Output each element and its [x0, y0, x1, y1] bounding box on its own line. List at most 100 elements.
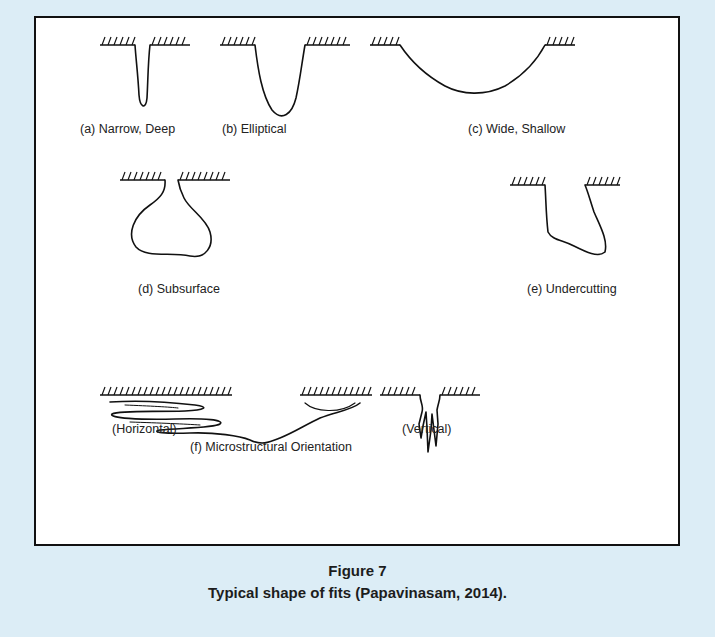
- surface-hatch: [617, 177, 620, 185]
- surface-hatch: [222, 387, 225, 395]
- surface-line: [300, 394, 372, 396]
- surface-hatch: [246, 37, 249, 45]
- surface-hatch: [210, 172, 213, 180]
- surface-hatch: [164, 37, 167, 45]
- surface-hatch: [132, 387, 135, 395]
- surface-hatch: [611, 177, 614, 185]
- surface-hatch: [120, 37, 123, 45]
- surface-hatch: [186, 172, 189, 180]
- surface-hatch: [319, 37, 322, 45]
- surface-hatch: [162, 387, 165, 395]
- surface-hatch: [144, 387, 147, 395]
- surface-hatch: [382, 387, 385, 395]
- surface-hatch: [344, 387, 347, 395]
- surface-hatch: [356, 387, 359, 395]
- surface-hatch: [114, 387, 117, 395]
- surface-hatch: [343, 37, 346, 45]
- surface-hatch: [210, 387, 213, 395]
- surface-hatch: [337, 37, 340, 45]
- surface-hatch: [228, 37, 231, 45]
- surface-hatch: [326, 387, 329, 395]
- figure-title: Figure 7: [0, 560, 715, 582]
- surface-hatch: [176, 37, 179, 45]
- surface-hatch: [325, 37, 328, 45]
- surface-hatch: [182, 37, 185, 45]
- pit-label: (d) Subsurface: [138, 282, 220, 296]
- pit-label: (b) Elliptical: [222, 122, 287, 136]
- surface-hatch: [216, 172, 219, 180]
- surface-hatch: [102, 387, 105, 395]
- surface-hatch: [320, 387, 323, 395]
- surface-hatch: [559, 37, 562, 45]
- surface-hatch: [204, 387, 207, 395]
- surface-hatch: [138, 387, 141, 395]
- surface-hatch: [170, 37, 173, 45]
- surface-line: [545, 44, 575, 46]
- surface-line: [510, 184, 545, 186]
- surface-hatch: [204, 172, 207, 180]
- surface-hatch: [593, 177, 596, 185]
- surface-hatch: [126, 387, 129, 395]
- surface-hatch: [108, 37, 111, 45]
- surface-hatch: [168, 387, 171, 395]
- surface-hatch: [412, 387, 415, 395]
- surface-hatch: [180, 172, 183, 180]
- surface-hatch: [122, 172, 125, 180]
- pit-label: (e) Undercutting: [527, 282, 617, 296]
- surface-hatch: [228, 387, 231, 395]
- surface-hatch: [198, 172, 201, 180]
- surface-hatch: [460, 387, 463, 395]
- surface-hatch: [442, 387, 445, 395]
- surface-hatch: [587, 177, 590, 185]
- surface-hatch: [102, 37, 105, 45]
- surface-hatch: [599, 177, 602, 185]
- surface-hatch: [472, 387, 475, 395]
- surface-hatch: [350, 387, 353, 395]
- surface-hatch: [192, 387, 195, 395]
- surface-hatch: [302, 387, 305, 395]
- surface-hatch: [530, 177, 533, 185]
- surface-hatch: [180, 387, 183, 395]
- surface-hatch: [150, 387, 153, 395]
- surface-hatch: [454, 387, 457, 395]
- surface-line: [220, 44, 255, 46]
- surface-hatch: [512, 177, 515, 185]
- surface-line: [370, 44, 400, 46]
- surface-hatch: [192, 172, 195, 180]
- surface-hatch: [518, 177, 521, 185]
- surface-hatch: [308, 387, 311, 395]
- pit-label: (Vertical): [402, 422, 451, 436]
- surface-hatch: [234, 37, 237, 45]
- surface-hatch: [536, 177, 539, 185]
- surface-hatch: [222, 172, 225, 180]
- surface-hatch: [134, 172, 137, 180]
- surface-hatch: [222, 37, 225, 45]
- surface-hatch: [128, 172, 131, 180]
- surface-hatch: [114, 37, 117, 45]
- surface-hatch: [152, 172, 155, 180]
- surface-hatch: [156, 387, 159, 395]
- surface-hatch: [146, 172, 149, 180]
- surface-hatch: [338, 387, 341, 395]
- surface-hatch: [126, 37, 129, 45]
- surface-hatch: [332, 387, 335, 395]
- figure-caption: Typical shape of fits (Papavinasam, 2014…: [0, 582, 715, 604]
- surface-hatch: [553, 37, 556, 45]
- surface-hatch: [542, 177, 545, 185]
- surface-hatch: [396, 37, 399, 45]
- surface-hatch: [158, 37, 161, 45]
- surface-hatch: [216, 387, 219, 395]
- pit-label: (c) Wide, Shallow: [468, 122, 565, 136]
- surface-hatch: [384, 37, 387, 45]
- surface-hatch: [466, 387, 469, 395]
- surface-hatch: [174, 387, 177, 395]
- figure-frame: [34, 16, 680, 546]
- surface-hatch: [186, 387, 189, 395]
- surface-hatch: [307, 37, 310, 45]
- surface-hatch: [565, 37, 568, 45]
- surface-hatch: [524, 177, 527, 185]
- surface-hatch: [400, 387, 403, 395]
- surface-hatch: [378, 37, 381, 45]
- surface-hatch: [368, 387, 371, 395]
